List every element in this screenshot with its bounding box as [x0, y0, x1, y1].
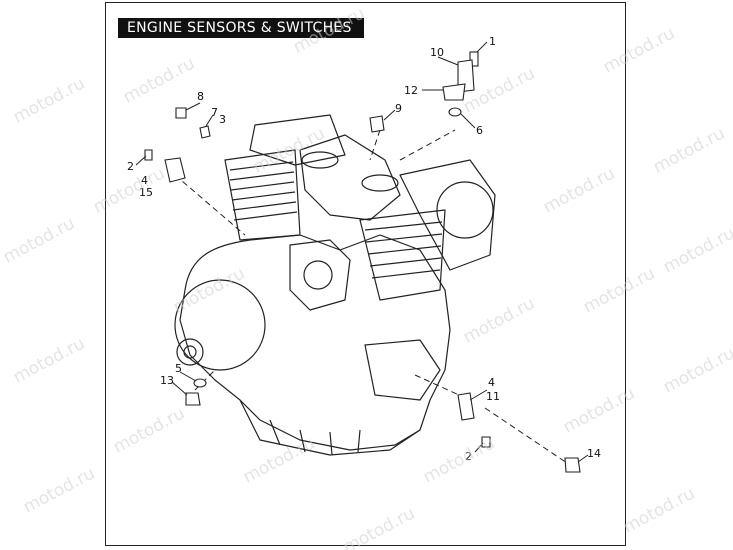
rear-head [399, 159, 496, 271]
primary-cover [174, 279, 266, 371]
part-2-bolt [144, 149, 153, 161]
part-1 [469, 51, 479, 67]
callout-8: 8 [197, 90, 204, 103]
rear-cylinder [359, 209, 446, 301]
callout-15: 15 [139, 186, 153, 199]
part-2-bolt-lower [481, 436, 491, 448]
callout-9: 9 [395, 102, 402, 115]
front-head [249, 114, 346, 166]
callout-2-lower: 2 [465, 450, 472, 463]
callout-6: 6 [476, 124, 483, 137]
part-14 [564, 457, 581, 473]
callout-12: 12 [404, 84, 418, 97]
callout-4-lower: 4 [488, 376, 495, 389]
part-12-bracket [442, 83, 466, 101]
throttle-body [299, 134, 401, 221]
part-7 [199, 125, 211, 139]
starter [364, 339, 441, 401]
callout-1: 1 [489, 35, 496, 48]
cover-plug [176, 338, 204, 366]
part-8 [175, 107, 187, 119]
water-pump [289, 239, 351, 311]
callout-4: 4 [141, 174, 148, 187]
callout-13: 13 [160, 374, 174, 387]
intake-port [301, 151, 339, 169]
callout-2: 2 [127, 160, 134, 173]
leader-oil-pressure [174, 174, 246, 236]
part-15-sensor [164, 157, 186, 183]
leader-6 [399, 129, 456, 161]
front-cylinder [224, 149, 301, 241]
part-13-plug [185, 392, 201, 406]
leader-14 [484, 407, 571, 466]
callout-10: 10 [430, 46, 444, 59]
oil-pan [239, 399, 421, 456]
callout-5: 5 [175, 362, 182, 375]
callout-3: 3 [219, 113, 226, 126]
diagram-frame [105, 2, 626, 546]
part-5-oring [193, 378, 207, 388]
part-9-sensor [369, 115, 385, 133]
callout-11: 11 [486, 390, 500, 403]
crankcase [179, 234, 451, 451]
part-6-oring [448, 107, 462, 117]
callout-14: 14 [587, 447, 601, 460]
callout-7: 7 [211, 106, 218, 119]
part-11-switch [457, 392, 475, 421]
diagram-title: ENGINE SENSORS & SWITCHES [118, 18, 364, 38]
